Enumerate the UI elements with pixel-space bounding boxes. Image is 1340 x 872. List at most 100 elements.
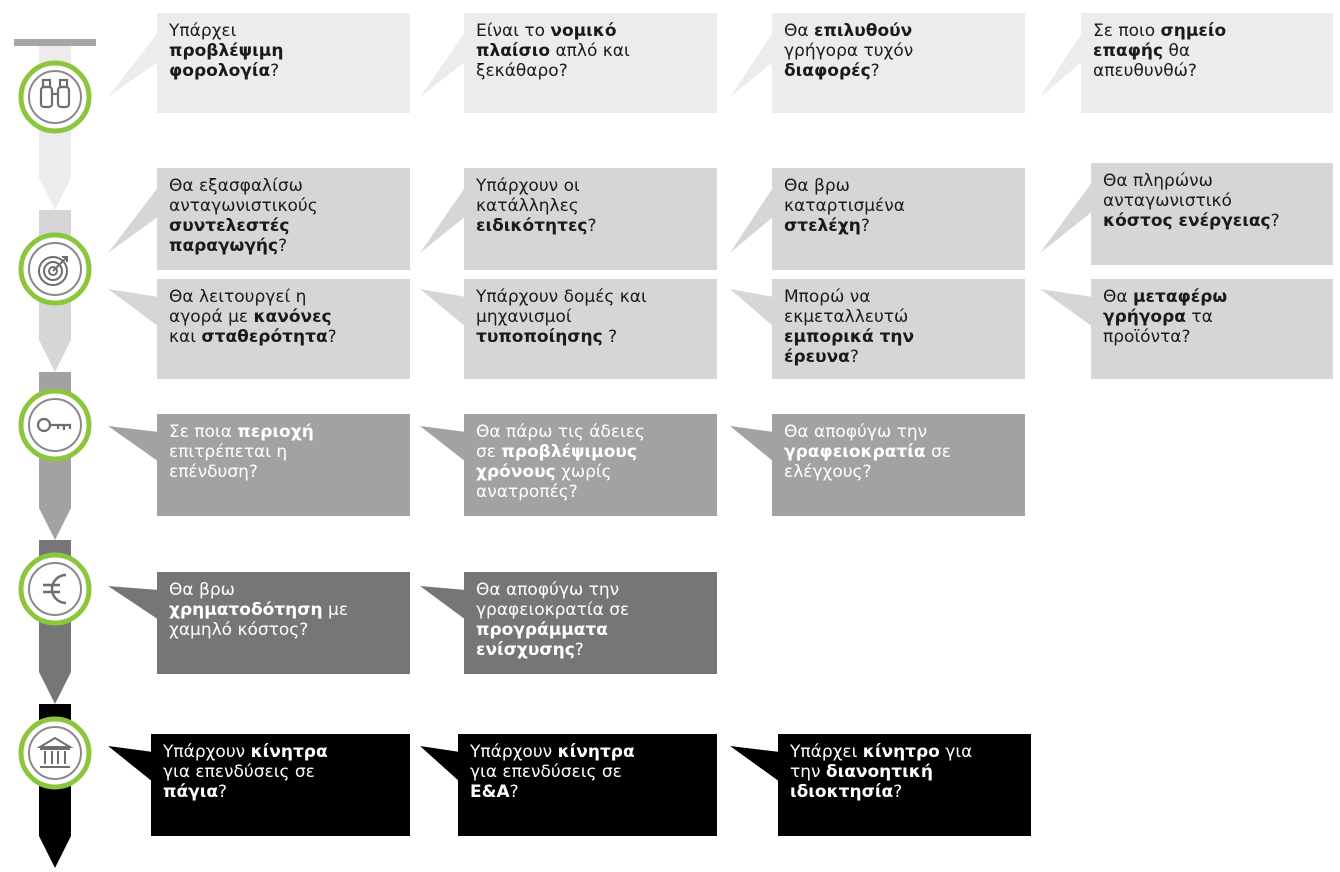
question-keyword: περιοχή xyxy=(237,422,314,442)
question-text: με χαμηλό κόστος? xyxy=(169,600,349,640)
bubble-pointer xyxy=(730,186,774,253)
bubble-pointer xyxy=(1040,289,1093,327)
question-text: ? xyxy=(270,61,280,81)
key-icon xyxy=(36,417,72,433)
question-text: Θα εξασφαλίσω ανταγωνιστικούς xyxy=(169,176,318,216)
question-bubble: Υπάρχουν οι κατάλληλες ειδικότητες? xyxy=(464,168,717,270)
question-text: Μπορώ να εκμεταλλευτώ xyxy=(784,287,909,327)
question-bubble: Μπορώ να εκμεταλλευτώ εμπορικά την έρευν… xyxy=(772,279,1025,379)
question-keyword: πάγια xyxy=(163,782,219,802)
question-bubble: Υπάρχει κίνητρο για την διανοητική ιδιοκ… xyxy=(778,734,1031,836)
question-text: απλό και ξεκάθαρο? xyxy=(476,41,630,81)
question-text: ? xyxy=(587,216,597,236)
question-bubble: Θα εξασφαλίσω ανταγωνιστικούς συντελεστέ… xyxy=(157,168,410,270)
question-text: Υπάρχει xyxy=(790,742,863,762)
question-bubble: Θα αποφύγω την γραφειοκρατία σε προγράμμ… xyxy=(464,572,717,674)
question-text: Υπάρχει xyxy=(169,21,237,41)
question-keyword: εμπορικά την έρευνα xyxy=(784,327,915,367)
question-keyword: προβλέψιμους χρόνους xyxy=(476,442,637,482)
stage-binoculars xyxy=(18,60,92,134)
question-keyword: επιλυθούν xyxy=(814,21,913,41)
bubble-pointer xyxy=(420,586,466,620)
question-text: ? xyxy=(870,61,880,81)
question-bubble: Είναι το νομικό πλαίσιο απλό και ξεκάθαρ… xyxy=(464,13,717,113)
binoculars-icon xyxy=(39,78,71,109)
question-bubble: Θα βρω χρηματοδότηση με χαμηλό κόστος? xyxy=(157,572,410,674)
question-keyword: συντελεστές παραγωγής xyxy=(169,216,290,256)
question-text: ? xyxy=(602,327,618,347)
question-text: ? xyxy=(1270,211,1280,231)
question-text: για επενδύσεις σε xyxy=(163,762,315,782)
question-text: θα απευθυνθώ? xyxy=(1093,41,1197,81)
question-text: γρήγορα τυχόν xyxy=(784,41,914,61)
question-keyword: Ε&Α xyxy=(470,782,510,802)
question-text: ? xyxy=(278,236,288,256)
question-text: Θα βρω καταρτισμένα xyxy=(784,176,905,216)
bubble-pointer xyxy=(420,426,466,462)
question-text: για επενδύσεις σε xyxy=(470,762,622,782)
stage-target xyxy=(18,232,92,306)
bubble-pointer xyxy=(420,746,460,782)
question-text: ? xyxy=(509,782,519,802)
question-keyword: προβλέψιμη φορολογία xyxy=(169,41,284,81)
question-keyword: σημείο επαφής xyxy=(1093,21,1227,61)
question-text: ? xyxy=(860,216,870,236)
question-bubble: Υπάρχουν δομές και μηχανισμοί τυποποίηση… xyxy=(464,279,717,379)
question-keyword: σταθερότητα xyxy=(201,327,328,347)
question-bubble: Θα αποφύγω την γραφειοκρατία σε ελέγχους… xyxy=(772,414,1025,516)
spine-top-cap xyxy=(14,39,96,46)
question-text: Θα πάρω τις άδειες σε xyxy=(476,422,645,462)
bank-icon xyxy=(36,736,74,768)
bubble-pointer xyxy=(108,586,159,620)
question-bubble: Θα βρω καταρτισμένα στελέχη? xyxy=(772,168,1025,270)
question-text: χωρίς ανατροπές? xyxy=(476,462,612,502)
bubble-pointer xyxy=(730,289,774,327)
question-text: Θα βρω xyxy=(169,580,235,600)
question-text: και xyxy=(169,327,196,347)
bubble-pointer xyxy=(1040,31,1083,97)
question-text: ? xyxy=(849,347,859,367)
question-keyword: μεταφέρω γρήγορα xyxy=(1103,287,1228,327)
bubble-pointer xyxy=(1040,181,1093,253)
question-text: σε ελέγχους? xyxy=(784,442,951,482)
question-bubble: Σε ποια περιοχή επιτρέπεται η επένδυση? xyxy=(157,414,410,516)
bubble-pointer xyxy=(108,746,153,782)
question-text: ? xyxy=(574,640,584,660)
question-keyword: στελέχη xyxy=(784,216,861,236)
euro-icon xyxy=(43,573,67,605)
bubble-pointer xyxy=(108,186,159,253)
question-keyword: χρηματοδότηση xyxy=(169,600,323,620)
question-keyword: προγράμματα ενίσχυσης xyxy=(476,620,608,660)
question-text: Σε ποια xyxy=(169,422,238,442)
question-text: Θα πληρώνω ανταγωνιστικό xyxy=(1103,171,1232,211)
question-bubble: Υπάρχουν κίνητρα για επενδύσεις σε πάγια… xyxy=(151,734,410,836)
question-text: Θα αποφύγω την xyxy=(784,422,928,442)
target-icon xyxy=(38,256,68,286)
bubble-pointer xyxy=(730,426,774,462)
stage-key xyxy=(18,388,92,462)
stage-bank xyxy=(18,716,92,790)
question-bubble: Θα λειτουργεί η αγορά με κανόνες και στα… xyxy=(157,279,410,379)
bubble-pointer xyxy=(730,31,774,97)
question-text: ? xyxy=(893,782,903,802)
question-text: για την xyxy=(790,742,973,782)
question-keyword: κανόνες xyxy=(253,307,332,327)
question-keyword: τυποποίησης xyxy=(476,327,603,347)
question-text: ? xyxy=(327,327,337,347)
question-text: Υπάρχουν οι κατάλληλες xyxy=(476,176,580,216)
question-keyword: κίνητρα xyxy=(557,742,635,762)
question-text: Θα xyxy=(1103,287,1133,307)
question-text: τα προϊόντα? xyxy=(1103,307,1213,347)
question-bubble: Θα πάρω τις άδειες σε προβλέψιμους χρόνο… xyxy=(464,414,717,516)
question-bubble: Σε ποιο σημείο επαφής θα απευθυνθώ? xyxy=(1081,13,1333,113)
bubble-pointer xyxy=(730,746,780,782)
question-keyword: διαφορές xyxy=(784,61,871,81)
question-text: Είναι το xyxy=(476,21,551,41)
question-text: Θα αποφύγω την γραφειοκρατία σε xyxy=(476,580,630,620)
question-bubble: Υπάρχει προβλέψιμη φορολογία? xyxy=(157,13,410,113)
bubble-pointer xyxy=(420,289,466,327)
question-text: Θα xyxy=(784,21,814,41)
question-keyword: κίνητρο xyxy=(862,742,940,762)
